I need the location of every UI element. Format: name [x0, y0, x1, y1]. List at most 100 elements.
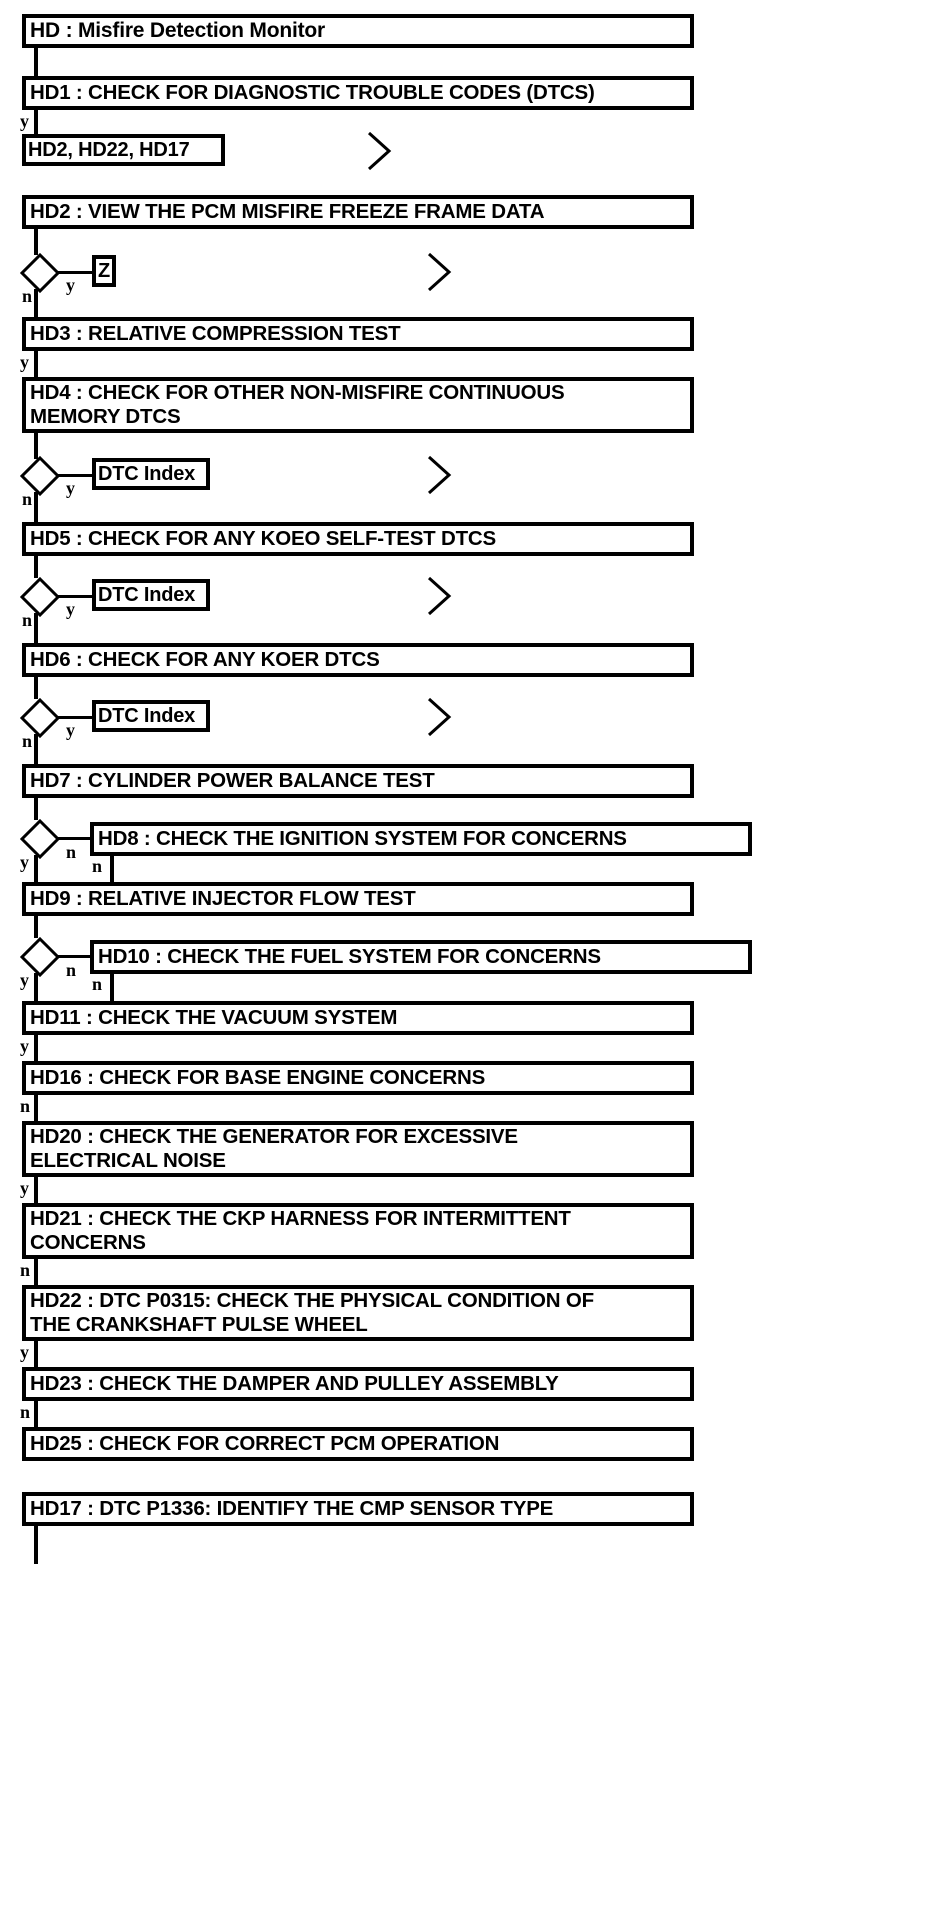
branch-label-yes: y — [66, 275, 75, 295]
edge-HD3-to-HD4 — [34, 349, 38, 377]
edge-HD10-no-down — [110, 972, 114, 1002]
node-HD[interactable]: HD : Misfire Detection Monitor — [22, 14, 694, 48]
node-HD3[interactable]: HD3 : RELATIVE COMPRESSION TEST — [22, 317, 694, 351]
goto-chevron-5 — [425, 695, 455, 739]
decision-diamond-HD7[interactable] — [20, 819, 60, 859]
branch-label-yes: y — [20, 852, 29, 872]
node-REF2[interactable]: Z — [92, 255, 116, 287]
node-label: DTC Index — [98, 463, 196, 485]
node-label: HD10 : CHECK THE FUEL SYSTEM FOR CONCERN… — [98, 945, 601, 969]
node-HD7[interactable]: HD7 : CYLINDER POWER BALANCE TEST — [22, 764, 694, 798]
node-label: HD8 : CHECK THE IGNITION SYSTEM FOR CONC… — [98, 827, 627, 851]
node-REF4[interactable]: DTC Index — [92, 579, 210, 611]
edge-HD21-to-HD22 — [34, 1257, 38, 1285]
edge-HD22-to-HD23 — [34, 1339, 38, 1367]
node-HD6[interactable]: HD6 : CHECK FOR ANY KOER DTCS — [22, 643, 694, 677]
goto-chevron-3 — [425, 453, 455, 497]
branch-label-no: n — [22, 286, 33, 306]
decision-diamond-HD6[interactable] — [20, 698, 60, 738]
node-HD10[interactable]: HD10 : CHECK THE FUEL SYSTEM FOR CONCERN… — [90, 940, 752, 974]
node-label: HD23 : CHECK THE DAMPER AND PULLEY ASSEM… — [30, 1372, 559, 1396]
node-label: HD7 : CYLINDER POWER BALANCE TEST — [30, 769, 435, 793]
node-HD16[interactable]: HD16 : CHECK FOR BASE ENGINE CONCERNS — [22, 1061, 694, 1095]
node-HD25[interactable]: HD25 : CHECK FOR CORRECT PCM OPERATION — [22, 1427, 694, 1461]
node-HD20[interactable]: HD20 : CHECK THE GENERATOR FOR EXCESSIVE… — [22, 1121, 694, 1177]
branch-label-no: n — [92, 974, 103, 994]
node-HD17[interactable]: HD17 : DTC P1336: IDENTIFY THE CMP SENSO… — [22, 1492, 694, 1526]
node-REF1[interactable]: HD2, HD22, HD17 — [22, 134, 225, 166]
node-HD23[interactable]: HD23 : CHECK THE DAMPER AND PULLEY ASSEM… — [22, 1367, 694, 1401]
edge-HD9-no — [56, 955, 92, 958]
edge-HD7-no — [56, 837, 92, 840]
branch-label-yes: y — [20, 1036, 29, 1056]
node-HD2[interactable]: HD2 : VIEW THE PCM MISFIRE FREEZE FRAME … — [22, 195, 694, 229]
node-label: DTC Index — [98, 705, 196, 727]
edge-HD11-to-HD16 — [34, 1033, 38, 1061]
node-label: HD5 : CHECK FOR ANY KOEO SELF-TEST DTCS — [30, 527, 497, 551]
node-label: Z — [98, 260, 111, 282]
node-label: HD2 : VIEW THE PCM MISFIRE FREEZE FRAME … — [30, 200, 545, 224]
edge-HD16-to-HD20 — [34, 1093, 38, 1121]
node-REF5[interactable]: DTC Index — [92, 700, 210, 732]
node-HD9[interactable]: HD9 : RELATIVE INJECTOR FLOW TEST — [22, 882, 694, 916]
branch-label-no: n — [22, 731, 33, 751]
edge-HD9-yes-to-HD11 — [34, 973, 38, 1002]
edge-HD4-yes — [56, 474, 94, 477]
edge-HD1-to-REF1 — [34, 108, 38, 136]
edge-HD17-down — [34, 1524, 38, 1564]
edge-HD8-no-down — [110, 854, 114, 884]
node-HD22[interactable]: HD22 : DTC P0315: CHECK THE PHYSICAL CON… — [22, 1285, 694, 1341]
goto-chevron-1 — [365, 129, 395, 173]
branch-label-yes: y — [20, 1342, 29, 1362]
node-label: HD9 : RELATIVE INJECTOR FLOW TEST — [30, 887, 416, 911]
branch-label-no: n — [20, 1096, 31, 1116]
edge-HD5-yes — [56, 595, 94, 598]
node-label: HD11 : CHECK THE VACUUM SYSTEM — [30, 1006, 398, 1030]
edge-HD9-to-decision — [34, 914, 38, 938]
edge-HD5-to-decision — [34, 554, 38, 578]
node-REF3[interactable]: DTC Index — [92, 458, 210, 490]
edge-HD4-no-to-HD5 — [34, 492, 38, 522]
node-HD8[interactable]: HD8 : CHECK THE IGNITION SYSTEM FOR CONC… — [90, 822, 752, 856]
node-label: HD21 : CHECK THE CKP HARNESS FOR INTERMI… — [30, 1206, 571, 1254]
edge-HD6-yes — [56, 716, 94, 719]
branch-label-no: n — [22, 610, 33, 630]
branch-label-yes: y — [66, 599, 75, 619]
node-label: HD1 : CHECK FOR DIAGNOSTIC TROUBLE CODES… — [30, 81, 595, 105]
branch-label-yes: y — [20, 352, 29, 372]
node-label: HD2, HD22, HD17 — [28, 139, 190, 161]
edge-HD-to-HD1 — [34, 46, 38, 76]
branch-label-yes: y — [20, 1178, 29, 1198]
branch-label-yes: y — [66, 720, 75, 740]
node-label: HD20 : CHECK THE GENERATOR FOR EXCESSIVE… — [30, 1124, 518, 1172]
branch-label-no: n — [20, 1260, 31, 1280]
node-label: HD4 : CHECK FOR OTHER NON-MISFIRE CONTIN… — [30, 380, 565, 428]
goto-chevron-4 — [425, 574, 455, 618]
node-label: HD6 : CHECK FOR ANY KOER DTCS — [30, 648, 380, 672]
edge-HD5-no-to-HD6 — [34, 613, 38, 643]
node-label: HD16 : CHECK FOR BASE ENGINE CONCERNS — [30, 1066, 486, 1090]
node-label: HD17 : DTC P1336: IDENTIFY THE CMP SENSO… — [30, 1497, 554, 1521]
branch-label-yes: y — [20, 111, 29, 131]
edge-HD23-to-HD25 — [34, 1399, 38, 1427]
decision-diamond-HD9[interactable] — [20, 937, 60, 977]
branch-label-no: n — [22, 489, 33, 509]
decision-diamond-HD2[interactable] — [20, 253, 60, 293]
decision-diamond-HD4[interactable] — [20, 456, 60, 496]
branch-label-yes: y — [66, 478, 75, 498]
goto-chevron-2 — [425, 250, 455, 294]
edge-HD20-to-HD21 — [34, 1175, 38, 1203]
edge-HD7-yes-to-HD9 — [34, 855, 38, 884]
node-HD1[interactable]: HD1 : CHECK FOR DIAGNOSTIC TROUBLE CODES… — [22, 76, 694, 110]
edge-HD2-no-to-HD3 — [34, 289, 38, 317]
node-HD4[interactable]: HD4 : CHECK FOR OTHER NON-MISFIRE CONTIN… — [22, 377, 694, 433]
branch-label-no: n — [20, 1402, 31, 1422]
node-HD11[interactable]: HD11 : CHECK THE VACUUM SYSTEM — [22, 1001, 694, 1035]
edge-HD6-to-decision — [34, 675, 38, 699]
edge-HD4-to-decision — [34, 431, 38, 459]
decision-diamond-HD5[interactable] — [20, 577, 60, 617]
node-HD21[interactable]: HD21 : CHECK THE CKP HARNESS FOR INTERMI… — [22, 1203, 694, 1259]
node-HD5[interactable]: HD5 : CHECK FOR ANY KOEO SELF-TEST DTCS — [22, 522, 694, 556]
branch-label-no: n — [92, 856, 103, 876]
